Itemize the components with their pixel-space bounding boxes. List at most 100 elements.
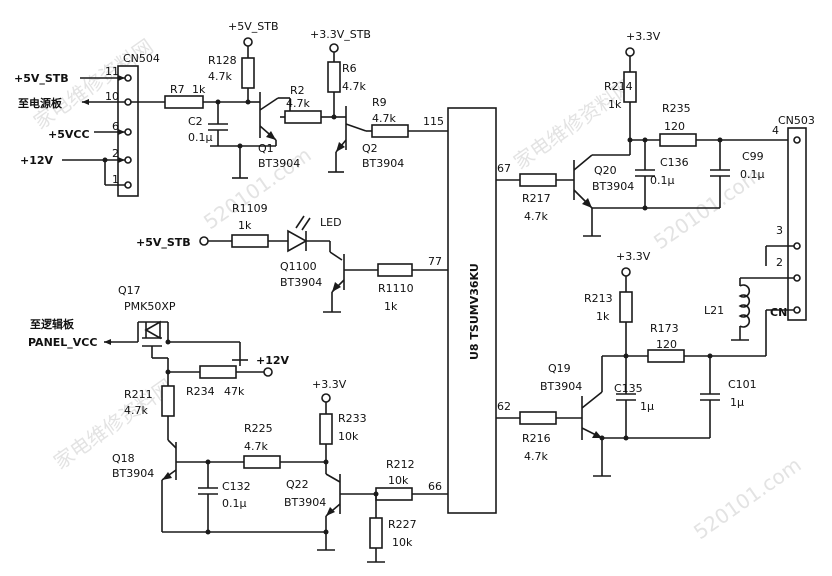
c99-ref: C99 [742,150,764,163]
r6-ref: R6 [342,62,357,75]
pin-77: 77 [428,255,442,268]
r212-value: 10k [388,474,409,487]
r217-ref: R217 [522,192,551,205]
pin-115: 115 [423,115,444,128]
pin-label: 10 [105,90,119,103]
q2-type: BT3904 [362,157,404,170]
label-5vcc: +5VCC [48,128,90,141]
r227-ref: R227 [388,518,417,531]
r234-value: 47k [224,385,245,398]
r9-ref: R9 [372,96,387,109]
pin-62: 62 [497,400,511,413]
r9: R9 4.7k [366,96,448,138]
label-33v-stb: +3.3V_STB [310,28,371,41]
r128: +5V_STB R128 4.7k [208,20,279,105]
pin-label: 4 [772,124,779,137]
r217-value: 4.7k [524,210,548,223]
r7-ref: R7 [170,83,185,96]
q17-type: PMK50XP [124,300,176,313]
r235-value: 120 [664,120,685,133]
r1110-value: 1k [384,300,398,313]
r225-ref: R225 [244,422,273,435]
q19-ref: Q19 [548,362,571,375]
r212-ref: R212 [386,458,415,471]
r233-ref: R233 [338,412,367,425]
q1-type: BT3904 [258,157,300,170]
r128-value: 4.7k [208,70,232,83]
pin-66: 66 [428,480,442,493]
label-33v-q19: +3.3V [616,250,651,263]
r7: R7 1k [164,83,248,109]
q20-section: R217 4.7k Q20 BT3904 +3.3V R214 1k R235 … [496,30,790,237]
watermark-text: 520101.com [689,452,806,544]
r6-value: 4.7k [342,80,366,93]
label-v5-stb: +5V_STB [14,72,69,85]
r235-ref: R235 [662,102,691,115]
label-33v-q22: +3.3V [312,378,347,391]
pin-label: 2 [112,147,119,160]
q22-ref: Q22 [286,478,309,491]
r234-ref: R234 [186,385,215,398]
r6: +3.3V_STB R6 4.7k [310,28,371,120]
r233-value: 10k [338,430,359,443]
c101-value: 1μ [730,396,744,409]
q22-type: BT3904 [284,496,326,509]
c2-ref: C2 [188,115,203,128]
c101-ref: C101 [728,378,757,391]
r214-ref: R214 [604,80,633,93]
c136-ref: C136 [660,156,689,169]
label-panel-vcc: PANEL_VCC [28,336,97,349]
label-cn: CN [770,306,787,319]
label-5v-stb-led: +5V_STB [136,236,191,249]
r2-value: 4.7k [286,97,310,110]
q19-section: R216 4.7k Q19 BT3904 +3.3V R213 1k R173 … [496,250,757,477]
r1109-value: 1k [238,219,252,232]
connector-name: CN503 [778,114,815,127]
r227-value: 10k [392,536,413,549]
pin-label: 11 [105,65,119,78]
c135-ref: C135 [614,382,643,395]
label-12v-in: +12V [20,154,54,167]
r211-ref: R211 [124,388,153,401]
led-ref: LED [320,216,342,229]
l21: L21 [704,278,751,341]
r173-ref: R173 [650,322,679,335]
pin-label: 1 [112,173,119,186]
q18-type: BT3904 [112,467,154,480]
c132-value: 0.1μ [222,497,247,510]
r1110-ref: R1110 [378,282,414,295]
connector-name: CN504 [123,52,160,65]
connector-cn504: CN504 11 10 6 2 1 [105,52,160,197]
q20-ref: Q20 [594,164,617,177]
ic-u8: U8 TSUMV36KU 115 67 77 62 66 [423,107,511,514]
pin-label: 3 [776,224,783,237]
c2: C2 0.1μ [188,99,228,146]
r173-value: 120 [656,338,677,351]
r213-value: 1k [596,310,610,323]
q18-section: Q18 BT3904 C132 0.1μ R225 4.7k [112,422,329,535]
q1: Q1 BT3904 [210,92,300,179]
q22-section: +3.3V R233 10k Q22 BT3904 R212 10k R227 … [284,378,448,563]
q2: Q2 BT3904 [328,106,404,173]
r216-value: 4.7k [524,450,548,463]
r211-value: 4.7k [124,404,148,417]
c2-value: 0.1μ [188,131,213,144]
q1100-ref: Q1100 [280,260,317,273]
q1100-type: BT3904 [280,276,322,289]
label-33v-q20: +3.3V [626,30,661,43]
q2-ref: Q2 [362,142,378,155]
r128-ref: R128 [208,54,237,67]
connector-cn503: CN503 4 3 2 CN [720,114,815,357]
r216-ref: R216 [522,432,551,445]
pin-label: 6 [112,120,119,133]
label-12v-out: +12V [256,354,290,367]
q18-ref: Q18 [112,452,135,465]
c136-value: 0.1μ [650,174,675,187]
l21-ref: L21 [704,304,724,317]
c135-value: 1μ [640,400,654,413]
cn504-wiring: +5V_STB 至电源板 +5VCC +12V [14,72,165,186]
r9-value: 4.7k [372,112,396,125]
label-5v-stb-r128: +5V_STB [228,20,279,33]
led-section: +5V_STB R1109 1k LED Q1100 BT3904 R1110 … [136,202,448,313]
